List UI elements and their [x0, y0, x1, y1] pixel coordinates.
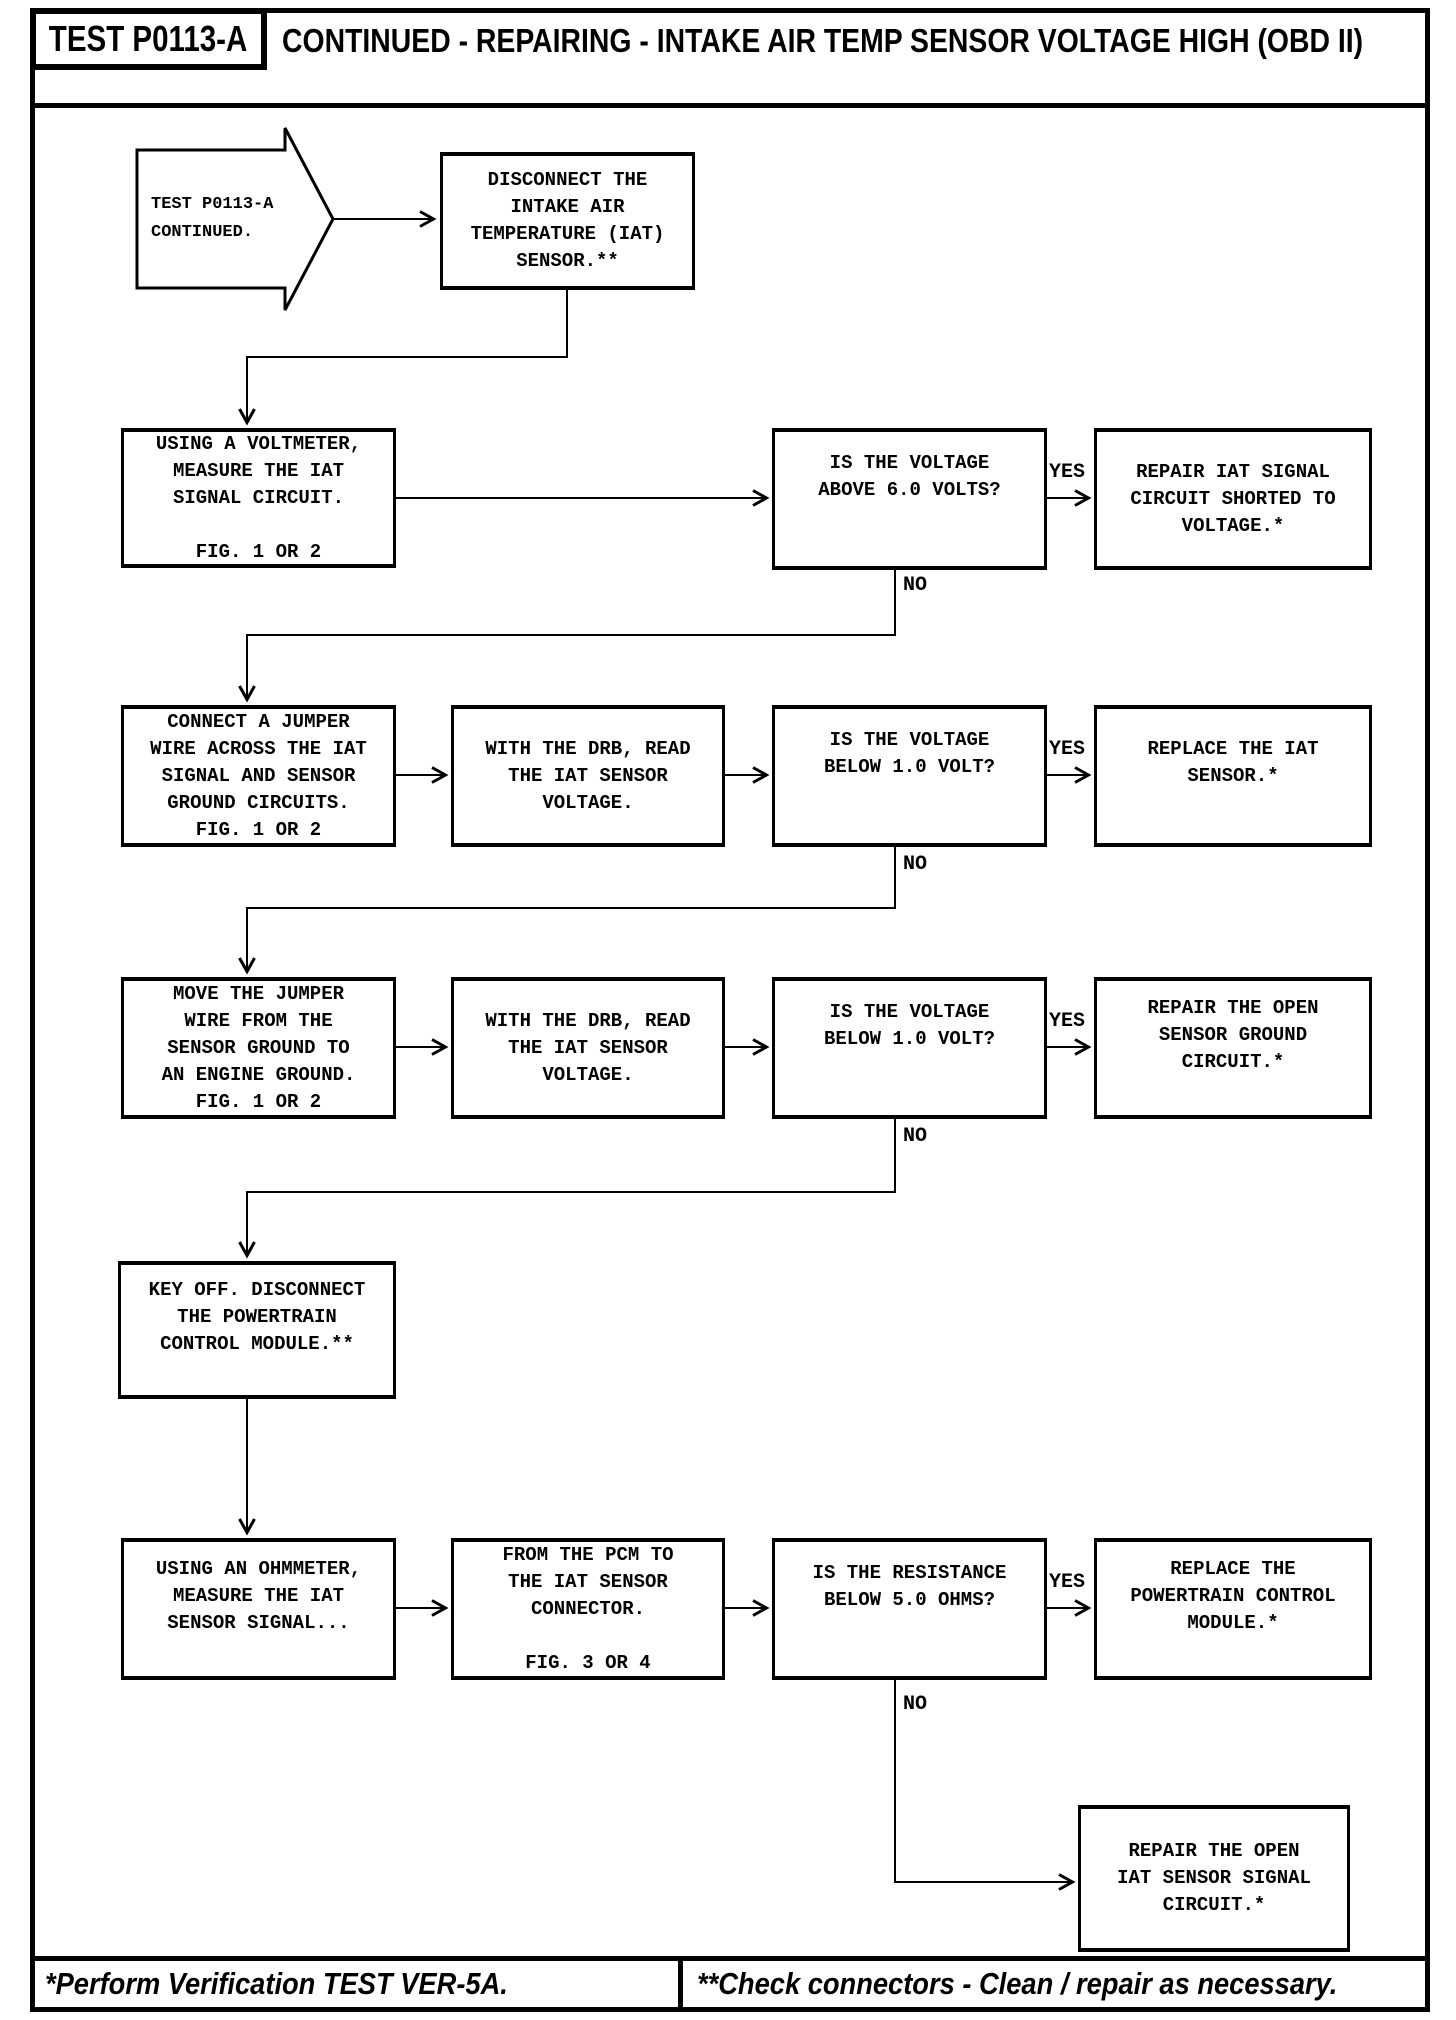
label-yes-q1: YES: [1048, 461, 1085, 484]
label-yes-q2: YES: [1048, 738, 1085, 761]
label-yes-q3: YES: [1048, 1010, 1085, 1033]
label-yes-q4: YES: [1048, 1571, 1085, 1594]
footer-notes: *Perform Verification TEST VER-5A. **Che…: [30, 1956, 1430, 2012]
label-no-q4: NO: [903, 1693, 928, 1716]
page-title-text: CONTINUED - REPAIRING - INTAKE AIR TEMP …: [282, 22, 1364, 59]
label-no-q1: NO: [903, 574, 928, 597]
footer-note-verification: *Perform Verification TEST VER-5A.: [35, 1961, 678, 2007]
node-measure-voltmeter: USING A VOLTMETER, MEASURE THE IAT SIGNA…: [121, 428, 396, 568]
node-pcm-to-iat-connector: FROM THE PCM TO THE IAT SENSOR CONNECTOR…: [451, 1538, 725, 1680]
node-connect-jumper-wire: CONNECT A JUMPER WIRE ACROSS THE IAT SIG…: [121, 705, 396, 847]
header-divider-line: [30, 103, 1430, 108]
node-q-voltage-below-1v-b: IS THE VOLTAGE BELOW 1.0 VOLT?: [772, 977, 1047, 1119]
node-drb-read-voltage-2: WITH THE DRB, READ THE IAT SENSOR VOLTAG…: [451, 977, 725, 1119]
node-key-off-disconnect-pcm: KEY OFF. DISCONNECT THE POWERTRAIN CONTR…: [118, 1261, 396, 1399]
test-id-box: TEST P0113-A: [30, 8, 267, 70]
footer-note-connectors-text: **Check connectors - Clean / repair as n…: [697, 1966, 1338, 2001]
node-repair-iat-signal-shorted: REPAIR IAT SIGNAL CIRCUIT SHORTED TO VOL…: [1094, 428, 1372, 570]
node-q-voltage-below-1v-a: IS THE VOLTAGE BELOW 1.0 VOLT?: [772, 705, 1047, 847]
node-move-jumper-wire: MOVE THE JUMPER WIRE FROM THE SENSOR GRO…: [121, 977, 396, 1119]
node-q-resistance-below-5-ohms: IS THE RESISTANCE BELOW 5.0 OHMS?: [772, 1538, 1047, 1680]
test-id-text: TEST P0113-A: [49, 18, 248, 59]
node-disconnect-iat-sensor: DISCONNECT THE INTAKE AIR TEMPERATURE (I…: [440, 152, 695, 290]
label-no-q3: NO: [903, 1125, 928, 1148]
page-title: CONTINUED - REPAIRING - INTAKE AIR TEMP …: [282, 10, 1428, 72]
node-measure-ohmmeter: USING AN OHMMETER, MEASURE THE IAT SENSO…: [121, 1538, 396, 1680]
node-replace-iat-sensor: REPLACE THE IAT SENSOR.*: [1094, 705, 1372, 847]
label-no-q2: NO: [903, 853, 928, 876]
node-repair-open-sensor-ground: REPAIR THE OPEN SENSOR GROUND CIRCUIT.*: [1094, 977, 1372, 1119]
node-drb-read-voltage-1: WITH THE DRB, READ THE IAT SENSOR VOLTAG…: [451, 705, 725, 847]
footer-note-verification-text: *Perform Verification TEST VER-5A.: [45, 1966, 508, 2001]
node-repair-open-iat-signal: REPAIR THE OPEN IAT SENSOR SIGNAL CIRCUI…: [1078, 1805, 1350, 1952]
node-q-voltage-above-6v: IS THE VOLTAGE ABOVE 6.0 VOLTS?: [772, 428, 1047, 570]
node-start: TEST P0113-A CONTINUED.: [151, 195, 274, 242]
footer-note-connectors: **Check connectors - Clean / repair as n…: [678, 1961, 1425, 2007]
node-replace-pcm: REPLACE THE POWERTRAIN CONTROL MODULE.*: [1094, 1538, 1372, 1680]
